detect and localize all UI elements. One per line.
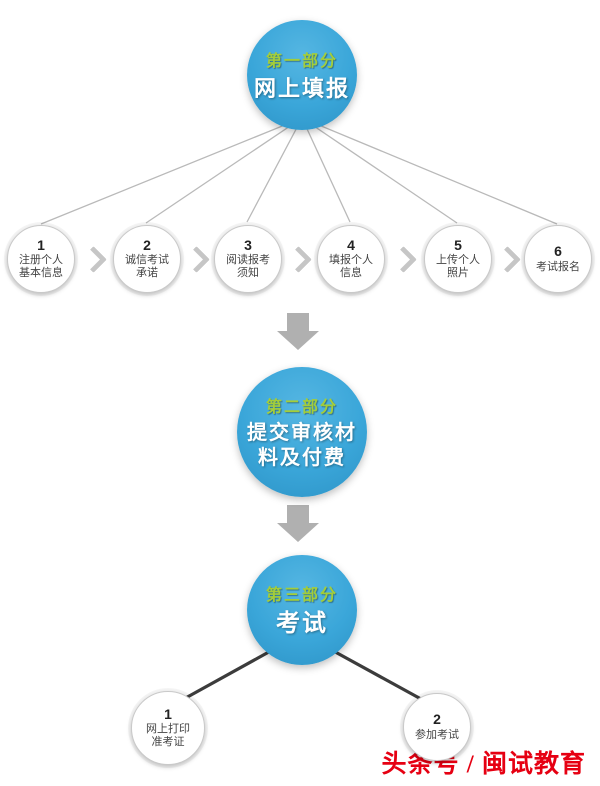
- step-number: 1: [164, 705, 172, 722]
- step-node-4: 4 填报个人 信息: [317, 225, 385, 293]
- step-node-6: 6 考试报名: [524, 225, 592, 293]
- step-node-2: 2 诚信考试 承诺: [113, 225, 181, 293]
- step-label: 考试报名: [536, 260, 580, 273]
- part3-label: 第三部分: [265, 587, 338, 604]
- fan-line: [145, 117, 303, 224]
- part2-label: 第二部分: [265, 399, 338, 416]
- step-label: 诚信考试 承诺: [125, 254, 169, 280]
- step-label: 填报个人 信息: [329, 254, 373, 280]
- down-arrow-icon: [277, 313, 319, 350]
- step-node-3: 3 阅读报考 须知: [214, 225, 282, 293]
- step-number: 2: [143, 236, 151, 253]
- step-number: 6: [554, 243, 562, 260]
- part3-title: 考试: [276, 610, 328, 637]
- fan-line: [246, 117, 303, 223]
- step-node-print-ticket: 1 网上打印 准考证: [131, 691, 205, 765]
- branch-line: [181, 646, 277, 702]
- part3-circle: 第三部分 考试: [247, 555, 357, 665]
- fan-line: [301, 117, 558, 225]
- step-label: 上传个人 照片: [436, 254, 480, 280]
- step-label: 注册个人 基本信息: [19, 254, 63, 280]
- step-label: 网上打印 准考证: [146, 723, 190, 749]
- watermark-text: 头条号 / 闽试教育: [381, 751, 586, 778]
- part2-circle: 第二部分 提交审核材 料及付费: [237, 367, 367, 497]
- step-node-take-exam: 2 参加考试: [403, 693, 471, 761]
- step-number: 2: [433, 711, 441, 728]
- fan-line: [301, 117, 458, 224]
- step-number: 5: [454, 236, 462, 253]
- step-node-5: 5 上传个人 照片: [424, 225, 492, 293]
- step-number: 3: [244, 236, 252, 253]
- down-arrow-icon: [277, 505, 319, 542]
- branch-line: [327, 646, 422, 701]
- part1-circle: 第一部分 网上填报: [247, 20, 357, 130]
- part2-title: 提交审核材 料及付费: [247, 422, 357, 469]
- fan-line: [40, 117, 303, 225]
- step-number: 4: [347, 236, 355, 253]
- fan-line: [301, 117, 351, 223]
- step-node-1: 1 注册个人 基本信息: [7, 225, 75, 293]
- step-number: 1: [37, 236, 45, 253]
- step-label: 阅读报考 须知: [226, 254, 270, 280]
- part1-title: 网上填报: [253, 76, 350, 102]
- step-label: 参加考试: [415, 728, 459, 741]
- part1-label: 第一部分: [265, 53, 338, 71]
